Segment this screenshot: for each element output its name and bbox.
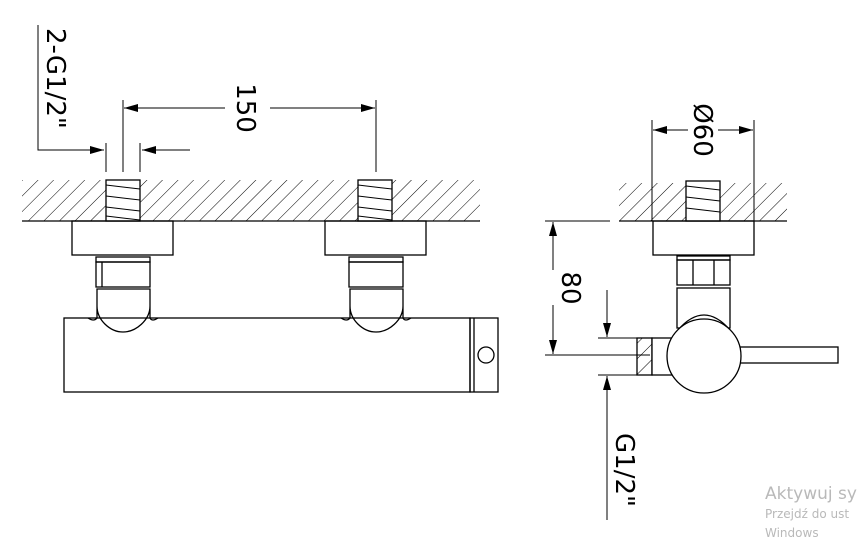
side-view xyxy=(619,180,839,394)
elbow-right xyxy=(340,288,412,333)
wall-hatch xyxy=(22,180,480,221)
stud-left xyxy=(105,179,141,222)
dim-80: 80 xyxy=(555,271,585,304)
stud-right xyxy=(357,179,393,222)
end-cap xyxy=(469,317,499,393)
front-view xyxy=(22,179,499,393)
dim-2-g1-2: 2-G1/2" xyxy=(40,28,70,129)
outlet-thread xyxy=(636,337,653,376)
nut-right xyxy=(348,256,404,288)
activation-watermark-title: Aktywuj sy xyxy=(765,484,857,504)
valve-body xyxy=(63,317,471,393)
dim-150: 150 xyxy=(230,83,260,133)
control-knob xyxy=(666,318,742,394)
elbow-left xyxy=(87,288,159,333)
dim-g1-2: G1/2" xyxy=(609,433,639,507)
hex-nut-side xyxy=(676,259,731,286)
flange-right xyxy=(324,220,427,256)
handle xyxy=(739,346,839,364)
activation-watermark-windows: Windows xyxy=(765,526,819,540)
end-cap-hole xyxy=(477,346,495,364)
flange-side xyxy=(652,220,755,256)
nut-left xyxy=(95,256,151,288)
activation-watermark-text: Przejdź do ust xyxy=(765,507,850,521)
dimension-lines xyxy=(37,25,755,520)
dim-diameter-60: Ø60 xyxy=(687,103,717,157)
flange-left xyxy=(71,220,174,256)
